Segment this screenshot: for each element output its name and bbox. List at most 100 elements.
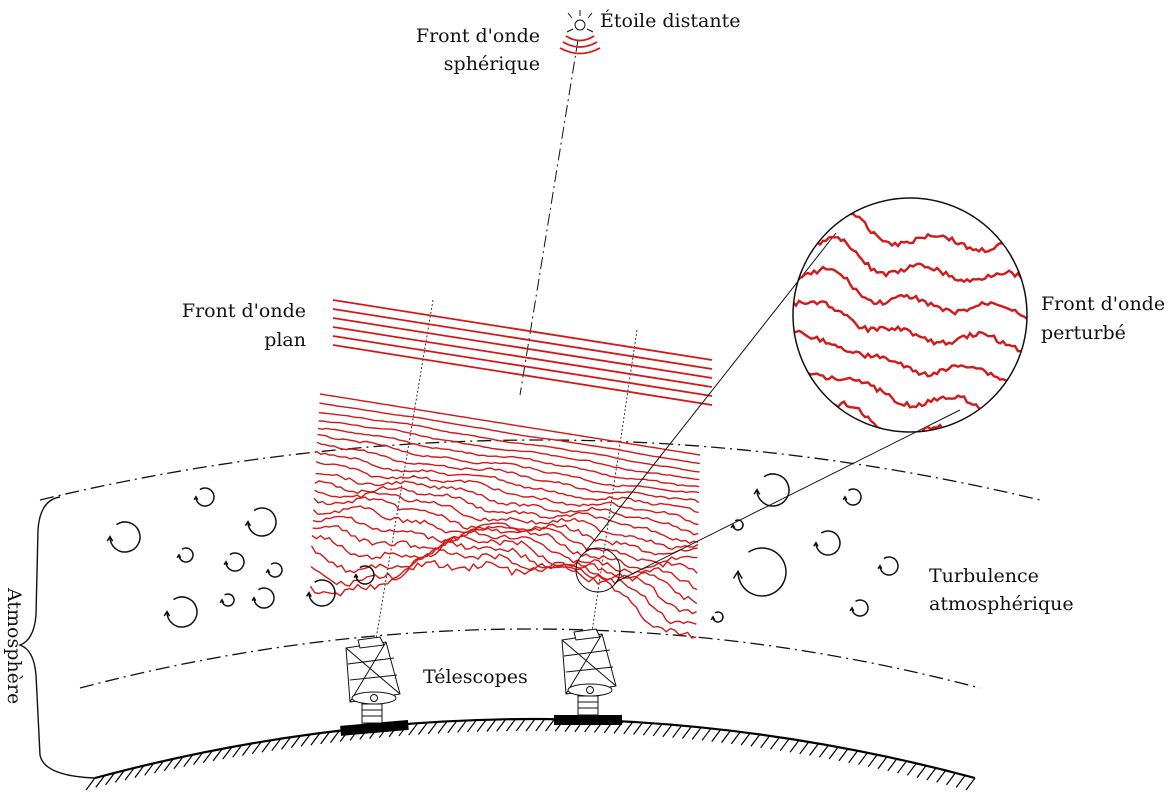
perturbed-wavefront-line bbox=[310, 541, 697, 615]
ground-hatch-mark bbox=[633, 722, 644, 735]
ground-hatch-mark bbox=[124, 767, 135, 781]
ground-hatch-mark bbox=[85, 777, 96, 791]
eddy-arrowhead bbox=[710, 615, 716, 621]
ground-hatch-mark bbox=[867, 754, 878, 768]
ground-hatch-mark bbox=[466, 719, 477, 733]
ground-hatch-mark bbox=[848, 750, 859, 764]
eddy-icon bbox=[178, 547, 194, 563]
zoomed-wavefront-line bbox=[793, 299, 1027, 353]
ground-hatch-mark bbox=[281, 736, 292, 750]
eddy-arrowhead bbox=[265, 568, 271, 574]
zoom-magnified-circle bbox=[792, 197, 1028, 433]
ground-hatch-mark bbox=[916, 765, 927, 778]
perturbed-front-label-line1: Front d'onde bbox=[1041, 293, 1165, 315]
zoomed-wavefront-line bbox=[793, 394, 1027, 432]
perturbed-wavefront-line bbox=[318, 412, 700, 473]
ground-hatch-mark bbox=[662, 724, 673, 738]
ground-hatch-mark bbox=[769, 736, 780, 750]
ground-hatch-mark bbox=[241, 743, 252, 756]
perturbed-wavefront-line bbox=[316, 441, 700, 504]
ground-hatch-mark bbox=[329, 730, 340, 744]
ground-hatch-mark bbox=[163, 758, 174, 772]
eddy-arrowhead bbox=[305, 591, 312, 597]
eddy-arrowhead bbox=[877, 564, 883, 570]
ground-hatch-mark bbox=[222, 746, 233, 760]
perturbed-wavefront-line bbox=[319, 402, 700, 465]
perturbed-wavefront-line bbox=[319, 393, 701, 456]
turbulence-eddies bbox=[106, 473, 899, 628]
perturbed-wavefront-line bbox=[314, 489, 699, 551]
ground-hatch-mark bbox=[906, 762, 917, 776]
spherical-front-label-line1: Front d'onde bbox=[416, 25, 540, 47]
ground-hatch-mark bbox=[730, 731, 741, 745]
eddy-icon bbox=[851, 599, 869, 617]
eddy-icon bbox=[308, 579, 336, 607]
eddy-icon bbox=[166, 596, 198, 628]
eddy-icon bbox=[221, 593, 235, 607]
ground-hatch-mark bbox=[310, 732, 321, 746]
ground-hatch-mark bbox=[535, 718, 546, 732]
plane-wavefront-line bbox=[332, 326, 713, 388]
ground-hatch-mark bbox=[740, 732, 751, 746]
eddy-icon bbox=[247, 507, 277, 537]
ground-hatch-mark bbox=[818, 744, 829, 758]
atmosphere-brace bbox=[17, 496, 96, 779]
perturbed-wavefront-line bbox=[315, 460, 699, 526]
eddy-icon bbox=[355, 565, 375, 585]
ground-hatch-mark bbox=[212, 748, 223, 762]
ground-hatch-mark bbox=[701, 728, 712, 741]
ground-hatch-mark bbox=[134, 765, 145, 778]
ground-hatch-mark bbox=[173, 756, 184, 770]
ground-hatch-mark bbox=[838, 748, 849, 762]
ground-hatch-mark bbox=[652, 723, 663, 737]
eddy-arrowhead bbox=[813, 541, 819, 547]
eddy-arrowhead bbox=[193, 495, 199, 501]
eddy-icon bbox=[253, 587, 275, 609]
perturbed-wavefront-line bbox=[316, 450, 699, 514]
eddy-arrowhead bbox=[223, 560, 229, 566]
ground-hatch-mark bbox=[672, 725, 683, 738]
ground-hatch-mark bbox=[515, 718, 526, 732]
eddy-arrowhead bbox=[730, 523, 736, 529]
ground-surface bbox=[94, 717, 976, 780]
star-center-beam bbox=[519, 39, 579, 396]
perturbed-wavefront-line bbox=[311, 534, 698, 605]
ground-hatch-mark bbox=[642, 722, 653, 736]
ground-hatch-mark bbox=[417, 722, 428, 735]
ground-hatch-mark bbox=[857, 752, 868, 766]
eddy-icon bbox=[815, 530, 841, 556]
spherical-wavefront bbox=[559, 35, 601, 55]
perturbed-front-label-line2: perturbé bbox=[1041, 322, 1126, 344]
ground-hatch-mark bbox=[525, 718, 536, 732]
eddy-icon bbox=[225, 552, 245, 572]
ground-hatch-mark bbox=[691, 727, 702, 740]
zoom-line-top bbox=[584, 232, 837, 553]
beam-left-telescope bbox=[374, 299, 434, 646]
plane-front-label-line1: Front d'onde bbox=[182, 300, 306, 322]
ground-hatch-mark bbox=[965, 777, 976, 791]
ground-hatch-mark bbox=[750, 734, 761, 747]
ground-hatch-mark bbox=[779, 738, 790, 752]
ground-hatch-mark bbox=[232, 744, 243, 758]
ground-hatch-mark bbox=[809, 743, 820, 756]
ground-hatch-mark bbox=[427, 721, 438, 735]
perturbed-wavefront bbox=[309, 393, 701, 639]
eddy-icon bbox=[195, 487, 215, 507]
ground-hatch-mark bbox=[887, 758, 898, 772]
star-icon bbox=[566, 10, 594, 33]
telescopes-label: Télescopes bbox=[423, 666, 528, 688]
perturbed-wavefront-line bbox=[312, 505, 698, 565]
ground-hatch-mark bbox=[828, 746, 839, 760]
ground-hatch-mark bbox=[153, 760, 164, 774]
atmosphere-label: Atmosphère bbox=[3, 587, 25, 704]
eddy-arrowhead bbox=[849, 606, 855, 612]
ground-hatch-mark bbox=[202, 750, 213, 764]
zoom-source-circle bbox=[575, 547, 621, 593]
plane-front-label-line2: plan bbox=[264, 329, 306, 351]
ground-hatch-mark bbox=[408, 722, 419, 736]
telescope-icon bbox=[340, 636, 409, 736]
turbulence-label-line1: Turbulence bbox=[929, 565, 1039, 587]
ground-hatch-mark bbox=[271, 738, 282, 752]
ground-hatch-mark bbox=[144, 762, 155, 776]
zoomed-perturbed-wavefront bbox=[793, 206, 1027, 432]
